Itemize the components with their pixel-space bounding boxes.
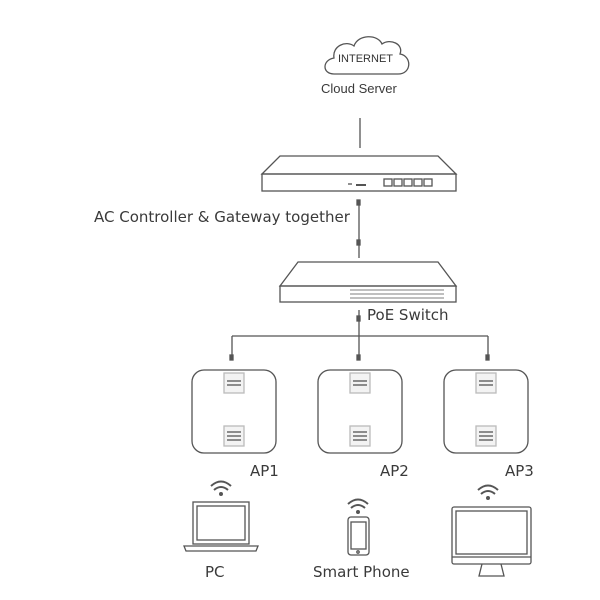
ap3-label: AP3 <box>505 462 534 480</box>
pc-label: PC <box>205 563 225 581</box>
wifi-icon <box>477 484 499 500</box>
cloud-server-caption: Cloud Server <box>321 81 397 96</box>
cloud-icon <box>324 36 410 75</box>
wifi-icon <box>210 480 232 496</box>
poe-switch-icon <box>278 261 458 303</box>
link-switch-aps <box>229 310 490 361</box>
ap1-label: AP1 <box>250 462 279 480</box>
gateway-caption: AC Controller & Gateway together <box>94 208 350 226</box>
access-point-icon <box>191 369 277 454</box>
laptop-icon <box>183 501 259 552</box>
wifi-icon <box>347 498 369 514</box>
smart-phone-label: Smart Phone <box>313 563 410 581</box>
smartphone-icon <box>347 516 370 556</box>
ap2-label: AP2 <box>380 462 409 480</box>
cloud-internet-label: INTERNET <box>338 53 393 65</box>
desktop-monitor-icon <box>451 506 532 577</box>
access-point-icon <box>317 369 403 454</box>
poe-switch-caption: PoE Switch <box>367 306 449 324</box>
gateway-device-icon <box>260 155 458 192</box>
access-point-icon <box>443 369 529 454</box>
